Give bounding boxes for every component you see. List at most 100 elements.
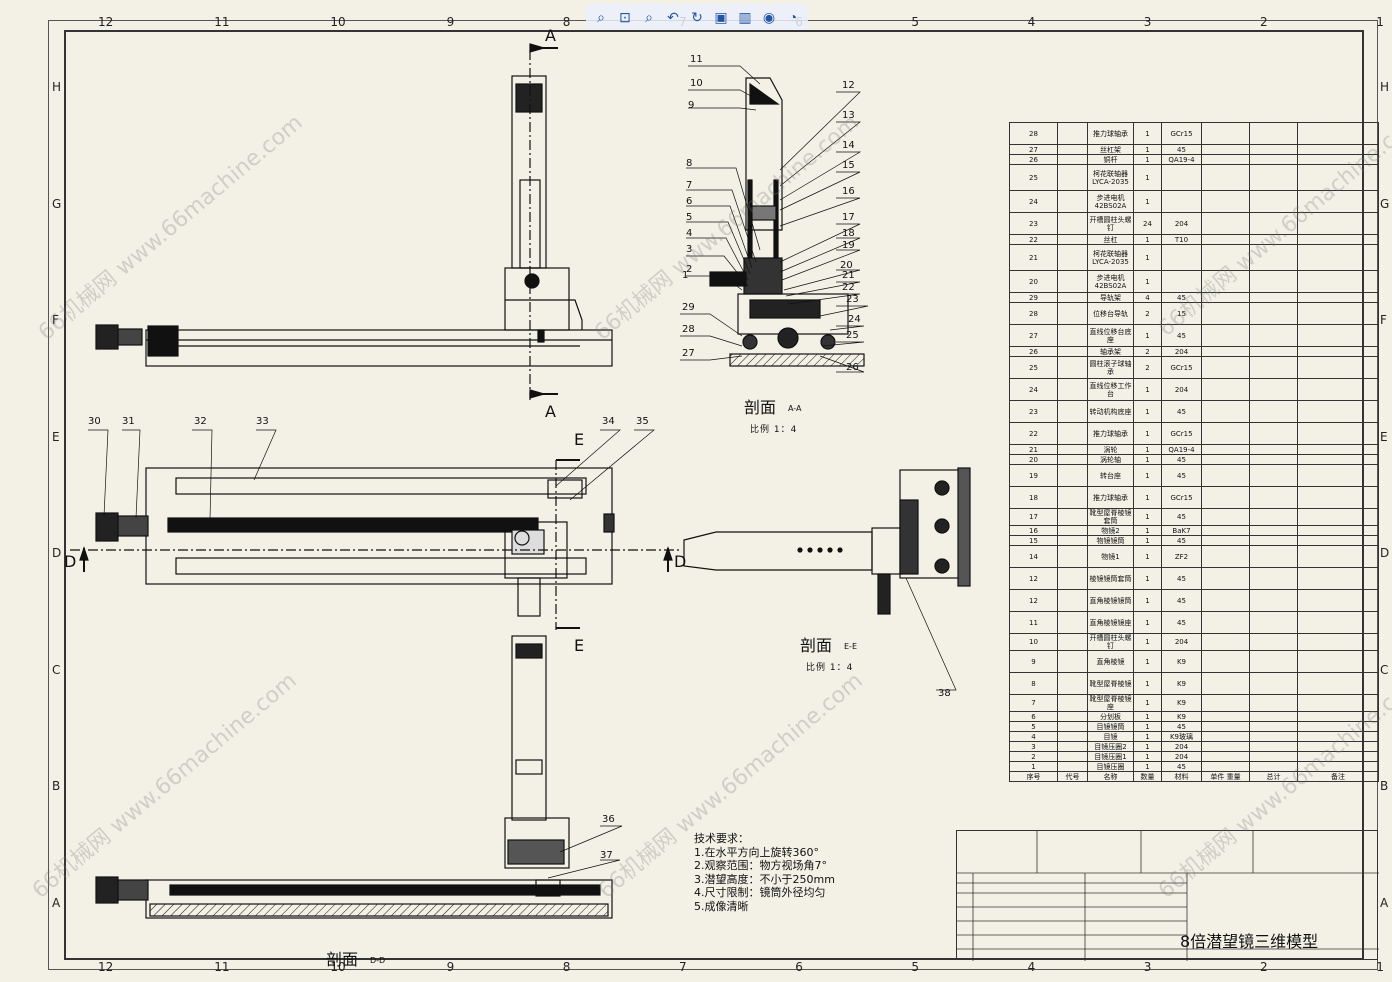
part-callout: 37 [600, 850, 613, 861]
bom-cell [1297, 535, 1379, 546]
bom-cell [1201, 633, 1250, 651]
part-callout: 31 [122, 416, 135, 427]
bom-cell: 29 [1009, 292, 1058, 303]
bom-header-cell: 序号 [1009, 771, 1058, 782]
bom-cell: 推力球轴承 [1087, 422, 1134, 445]
bom-cell [1249, 356, 1298, 379]
bom-cell [1161, 190, 1202, 213]
bom-cell [1249, 611, 1298, 634]
zoom-to-fit-icon[interactable]: ⌕ [590, 6, 612, 28]
bom-cell: 推力球轴承 [1087, 122, 1134, 145]
zoom-area-icon[interactable]: ⊡ [614, 6, 636, 28]
part-callout: 13 [842, 110, 855, 121]
bom-cell [1201, 535, 1250, 546]
section-ee-sub: E-E [844, 642, 857, 651]
bom-cell [1249, 244, 1298, 271]
part-callout: 6 [686, 196, 693, 207]
zone-column-label: 2 [1260, 960, 1268, 974]
bom-cell: 204 [1161, 346, 1202, 357]
zone-row-label: D [52, 546, 62, 560]
bom-cell [1249, 144, 1298, 155]
bom-header-cell: 材料 [1161, 771, 1202, 782]
bom-header-cell: 备注 [1297, 771, 1379, 782]
bom-cell: 1 [1133, 400, 1162, 423]
bom-cell: 1 [1133, 567, 1162, 590]
bom-cell [1201, 444, 1250, 455]
bom-cell [1057, 244, 1088, 271]
bom-cell [1249, 694, 1298, 712]
zone-row-label: C [1380, 662, 1389, 677]
bom-cell [1297, 422, 1379, 445]
bom-cell [1297, 346, 1379, 357]
bom-cell: 45 [1161, 535, 1202, 546]
bom-cell: 涡轮 [1087, 444, 1134, 455]
bom-cell: 目镜镜筒 [1087, 721, 1134, 732]
bom-cell: 12 [1009, 567, 1058, 590]
bom-cell: 204 [1161, 741, 1202, 752]
bom-cell: GCr15 [1161, 422, 1202, 445]
bom-cell: 18 [1009, 486, 1058, 509]
bom-cell: 1 [1133, 535, 1162, 546]
bom-cell [1297, 324, 1379, 347]
bom-cell [1057, 650, 1088, 673]
bom-cell [1249, 444, 1298, 455]
previous-view-icon[interactable]: ↶ [662, 6, 684, 28]
bom-cell [1297, 545, 1379, 568]
requirement-item: 5.成像清晰 [694, 899, 749, 913]
bom-cell [1249, 711, 1298, 722]
bom-cell [1249, 589, 1298, 612]
part-callout: 24 [848, 314, 861, 325]
hide-show-icon[interactable]: ◉ [758, 6, 780, 28]
bom-cell [1201, 144, 1250, 155]
part-callout: 21 [842, 270, 855, 281]
bom-cell [1297, 567, 1379, 590]
bom-cell [1249, 751, 1298, 762]
zone-column-label: 11 [214, 15, 230, 29]
display-style-icon[interactable]: ▥ [734, 6, 756, 28]
bom-cell [1201, 611, 1250, 634]
zone-row-label: D [1380, 546, 1390, 560]
bom-cell: 24 [1009, 378, 1058, 401]
bom-cell [1057, 486, 1088, 509]
bom-cell: 19 [1009, 464, 1058, 487]
bom-cell: 1 [1133, 711, 1162, 722]
bom-cell: 6 [1009, 711, 1058, 722]
rotate-icon[interactable]: ↻ [686, 6, 708, 28]
zone-column-label: 6 [795, 960, 803, 974]
bom-cell: 1 [1009, 761, 1058, 772]
bom-cell: 1 [1133, 731, 1162, 742]
bom-cell: K9 [1161, 694, 1202, 712]
zoom-in-out-icon[interactable]: ⌕ [638, 6, 660, 28]
appearance-icon[interactable]: ◔ [782, 6, 804, 28]
bom-cell: 1 [1133, 378, 1162, 401]
requirement-item: 2.观察范围：物方视场角7° [694, 859, 827, 872]
bom-cell: K9玻璃 [1161, 731, 1202, 742]
bom-cell: 1 [1133, 672, 1162, 695]
bom-cell [1297, 164, 1379, 191]
section-aa-title: 剖面 [744, 398, 777, 417]
bom-cell: 转台座 [1087, 464, 1134, 487]
bom-cell [1057, 400, 1088, 423]
zone-column-label: 9 [446, 15, 455, 29]
section-view-icon[interactable]: ▣ [710, 6, 732, 28]
zone-row-label: F [1380, 313, 1387, 327]
bom-cell: 21 [1009, 244, 1058, 271]
bom-cell [1201, 751, 1250, 762]
bom-cell: 1 [1133, 694, 1162, 712]
bom-cell: 1 [1133, 454, 1162, 465]
bom-cell [1057, 672, 1088, 695]
bom-cell [1297, 270, 1379, 293]
section-letter-e-bottom: E [574, 636, 585, 655]
requirements-heading: 技术要求： [694, 832, 749, 845]
part-callout: 29 [682, 302, 695, 313]
bom-cell: 1 [1133, 761, 1162, 772]
